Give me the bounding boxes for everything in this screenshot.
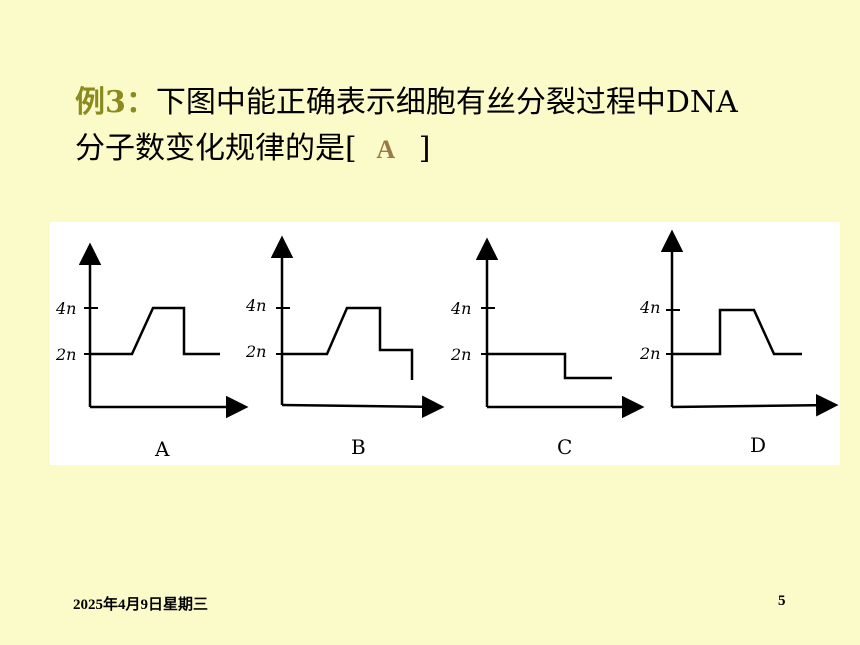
panel-c-tick-label-2n: 2n bbox=[450, 345, 471, 364]
panel-d-dna-curve bbox=[672, 308, 802, 356]
panel-b-tick-label-2n: 2n bbox=[245, 342, 266, 361]
panel-c-tick-label-4n: 4n bbox=[450, 299, 471, 318]
question-prefix: 例3： bbox=[75, 85, 156, 120]
question-body-2: 分子数变化规律的是[ bbox=[75, 131, 357, 166]
footer-date: 2025年4月9日星期三 bbox=[73, 597, 209, 613]
dna-graphs-svg: 4n 2n A 4n 2n B 4n 2n C bbox=[55, 229, 839, 461]
panel-b: 4n 2n B bbox=[245, 235, 445, 459]
panel-d-label: D bbox=[750, 433, 766, 457]
question-text: 例3：下图中能正确表示细胞有丝分裂过程中DNA 分子数变化规律的是[ A] bbox=[75, 80, 835, 173]
panel-a-tick-label-4n: 4n bbox=[55, 299, 76, 318]
panel-b-label: B bbox=[351, 435, 366, 459]
panel-d-tick-label-4n: 4n bbox=[639, 298, 660, 317]
question-line-1: 例3：下图中能正确表示细胞有丝分裂过程中DNA bbox=[75, 80, 835, 126]
bracket-close: ] bbox=[418, 131, 431, 166]
panel-c: 4n 2n C bbox=[450, 237, 645, 459]
dna-graphs-figure: 4n 2n A 4n 2n B 4n 2n C bbox=[50, 222, 840, 465]
panel-a: 4n 2n A bbox=[55, 242, 249, 461]
question-body-1: 下图中能正确表示细胞有丝分裂过程中DNA bbox=[155, 85, 738, 120]
answer-text: A bbox=[376, 135, 396, 164]
panel-a-dna-curve bbox=[90, 306, 220, 356]
panel-b-dna-curve bbox=[282, 306, 414, 380]
panel-a-label: A bbox=[154, 437, 170, 461]
panel-a-tick-label-2n: 2n bbox=[55, 345, 76, 364]
panel-d-x-axis bbox=[671, 393, 839, 417]
question-line-2: 分子数变化规律的是[ A] bbox=[75, 126, 835, 173]
panel-b-tick-label-4n: 4n bbox=[245, 296, 266, 315]
panel-d-tick-label-2n: 2n bbox=[639, 344, 660, 363]
panel-c-label: C bbox=[557, 435, 572, 459]
panel-b-x-axis bbox=[281, 395, 445, 419]
panel-c-dna-curve bbox=[487, 352, 612, 380]
page-number: 5 bbox=[778, 593, 786, 609]
panel-d: 4n 2n D bbox=[639, 229, 839, 457]
